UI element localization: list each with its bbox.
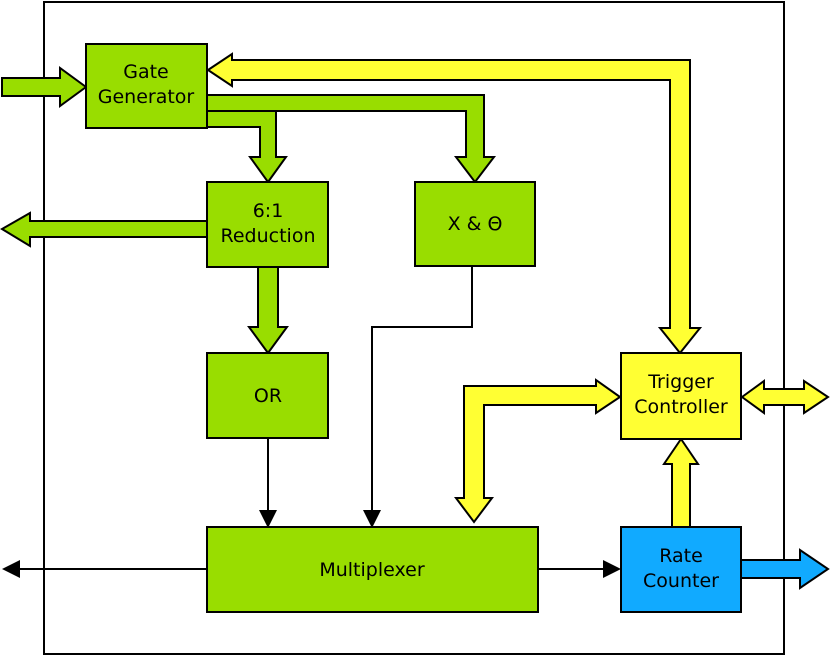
multiplexer-label: Multiplexer — [319, 559, 424, 581]
reduction-block: 6:1 Reduction — [206, 181, 329, 268]
rate-to-trigger-arrow — [662, 437, 700, 528]
mux-output-arrowhead — [2, 560, 20, 578]
trigger-controller-label-line1: Trigger — [647, 371, 714, 393]
multiplexer-block: Multiplexer — [206, 526, 539, 613]
x-theta-block: X & Θ — [414, 181, 536, 267]
gate-generator-label-line1: Gate — [123, 61, 169, 83]
rate-counter-label-line1: Rate — [659, 545, 703, 567]
mux-to-rate-arrowhead — [603, 560, 621, 578]
gate-input-arrow — [1, 66, 88, 108]
trigger-controller-block: Trigger Controller — [620, 352, 742, 440]
gate-to-xtheta-arrow — [206, 94, 497, 184]
or-label: OR — [254, 385, 282, 407]
x-theta-label: X & Θ — [448, 213, 503, 235]
or-to-mux-arrowhead — [259, 510, 277, 528]
gate-to-reduction-arrow — [206, 110, 288, 184]
reduction-label-line1: 6:1 — [253, 200, 284, 222]
xtheta-to-mux-line — [371, 266, 473, 512]
reduction-to-or-arrow — [247, 266, 289, 355]
reduction-label-line2: Reduction — [221, 225, 316, 247]
rate-counter-label-line2: Counter — [643, 570, 719, 592]
or-block: OR — [206, 352, 329, 439]
gate-generator-block: Gate Generator — [85, 43, 208, 129]
enclosure-frame — [43, 1, 785, 655]
gate-generator-label-line2: Generator — [98, 86, 195, 108]
rate-output-arrow — [740, 548, 830, 590]
rate-counter-block: Rate Counter — [620, 526, 742, 613]
xtheta-to-mux-arrowhead — [363, 510, 381, 528]
reduction-output-arrow — [0, 211, 208, 248]
trigger-controller-label-line2: Controller — [634, 396, 728, 418]
trigger-external-bus-arrow — [740, 379, 830, 415]
trigger-mux-bus-arrow — [454, 378, 622, 524]
